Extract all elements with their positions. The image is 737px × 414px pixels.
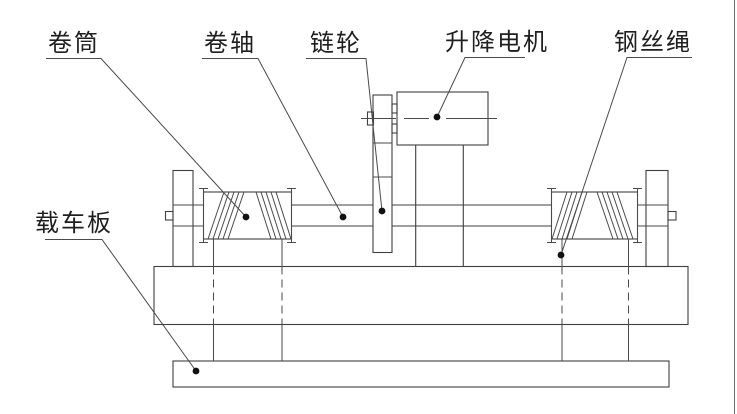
callout-reel-shaft: 卷轴 [202,30,347,221]
wire-ropes-lower [213,324,629,361]
leader-dot-wire-rope [557,251,565,259]
left-axle-stub [164,210,174,221]
leader-dot-car-board [192,367,200,375]
left-bearing-lines [173,204,204,227]
leader-dot-sprocket [378,207,386,215]
label-reel-shaft: 卷轴 [204,30,256,57]
wire-ropes [213,239,629,361]
leader-drum [46,58,247,218]
callout-wire-rope: 钢丝绳 [557,29,692,259]
motor-support-legs [415,145,464,267]
wire-ropes-upper [213,239,629,267]
right-axle-stub [667,210,677,221]
left-drum-rope-winding-left [207,191,245,240]
leader-wire-rope [560,57,692,256]
label-car-board: 载车板 [35,210,113,237]
callout-car-board: 载车板 [35,210,200,375]
chain-sprocket [372,94,393,254]
car-board [172,360,670,388]
right-post [645,169,669,268]
left-post [172,169,194,268]
callout-lift-motor: 升降电机 [433,29,549,121]
left-drum-rope-winding-right [255,191,292,240]
leader-dot-drum [242,213,250,221]
label-drum: 卷筒 [48,30,100,57]
motor-shaft-boss-upper [391,103,398,114]
right-drum-flanges [547,188,642,243]
right-bearing-lines [637,204,668,227]
base-platform [153,265,689,326]
callout-sprocket: 链轮 [306,30,386,215]
callout-drum: 卷筒 [46,30,250,221]
leader-reel-shaft [202,58,344,218]
label-wire-rope: 钢丝绳 [614,29,692,56]
label-sprocket: 链轮 [310,30,362,57]
wire-ropes-hidden-in-platform [213,266,629,325]
chain-link-lines [373,142,392,178]
motor-shaft-boss-lower [391,123,398,134]
left-drum-flanges [199,188,296,243]
leader-lift-motor [436,57,525,118]
leader-car-board [45,239,197,372]
leader-dot-lift-motor [433,113,441,121]
label-lift-motor: 升降电机 [445,29,549,56]
right-drum-rope-winding-right [596,191,634,240]
reel-shaft [291,204,552,227]
leader-sprocket [306,58,383,212]
right-drum-rope-winding-left [551,191,588,240]
leader-dot-reel-shaft [339,213,347,221]
